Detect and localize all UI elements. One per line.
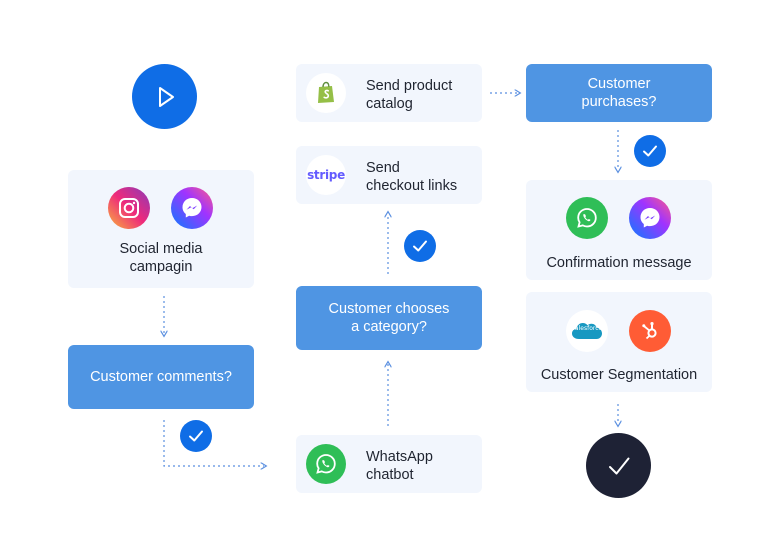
whatsapp-icon: [566, 197, 608, 239]
check-badge-comments: [180, 420, 212, 452]
confirmation-message-label: Confirmation message: [546, 255, 692, 271]
messenger-icon: [171, 187, 213, 229]
check-icon: [189, 430, 203, 442]
customer-chooses-category-decision[interactable]: Customer chooses a category?: [296, 286, 482, 350]
send-checkout-label-line2: checkout links: [366, 178, 458, 194]
send-catalog-label-line2: catalog: [366, 96, 413, 112]
messenger-icon: [629, 197, 671, 239]
start-node[interactable]: [132, 64, 197, 129]
customer-purchases-label-line2: purchases?: [581, 94, 657, 110]
send-checkout-links-card[interactable]: stripe Send checkout links: [296, 146, 482, 204]
customer-segmentation-label: Customer Segmentation: [540, 367, 698, 383]
customer-comments-decision[interactable]: Customer comments?: [68, 345, 254, 409]
arrow-comments-to-chatbot: [163, 420, 264, 466]
social-campaign-label-line2: campagin: [129, 259, 193, 275]
social-media-campaign-card[interactable]: Social media campagin: [68, 170, 254, 288]
check-icon: [608, 457, 629, 474]
stripe-icon: stripe: [306, 155, 346, 195]
end-node[interactable]: [586, 433, 651, 498]
customer-chooses-label-line1: Customer chooses: [328, 301, 450, 317]
social-campaign-label-line1: Social media: [119, 241, 203, 257]
send-product-catalog-card[interactable]: Send product catalog: [296, 64, 482, 122]
customer-segmentation-card[interactable]: salesforce Customer Segmentation: [526, 292, 712, 392]
check-icon: [413, 240, 427, 252]
play-icon: [158, 86, 174, 107]
customer-comments-label: Customer comments?: [90, 369, 232, 385]
whatsapp-icon: [306, 444, 346, 484]
customer-purchases-decision[interactable]: Customer purchases?: [526, 64, 712, 122]
customer-purchases-label-line1: Customer: [587, 76, 651, 92]
whatsapp-chatbot-label-line1: WhatsApp: [366, 449, 433, 465]
send-checkout-label-line1: Send: [366, 160, 400, 176]
check-badge-chooses: [404, 230, 436, 262]
hubspot-icon: [629, 310, 671, 352]
whatsapp-chatbot-card[interactable]: WhatsApp chatbot: [296, 435, 482, 493]
instagram-icon: [108, 187, 150, 229]
check-icon: [643, 145, 657, 157]
confirmation-message-card[interactable]: Confirmation message: [526, 180, 712, 280]
salesforce-logo-text: salesforce: [571, 325, 603, 332]
customer-chooses-label-line2: a category?: [351, 319, 427, 335]
salesforce-icon: salesforce: [566, 310, 608, 352]
stripe-logo-text: stripe: [307, 168, 345, 182]
whatsapp-chatbot-label-line2: chatbot: [366, 467, 414, 483]
send-catalog-label-line1: Send product: [366, 78, 453, 94]
shopify-icon: [306, 73, 346, 113]
check-badge-purchases: [634, 135, 666, 167]
